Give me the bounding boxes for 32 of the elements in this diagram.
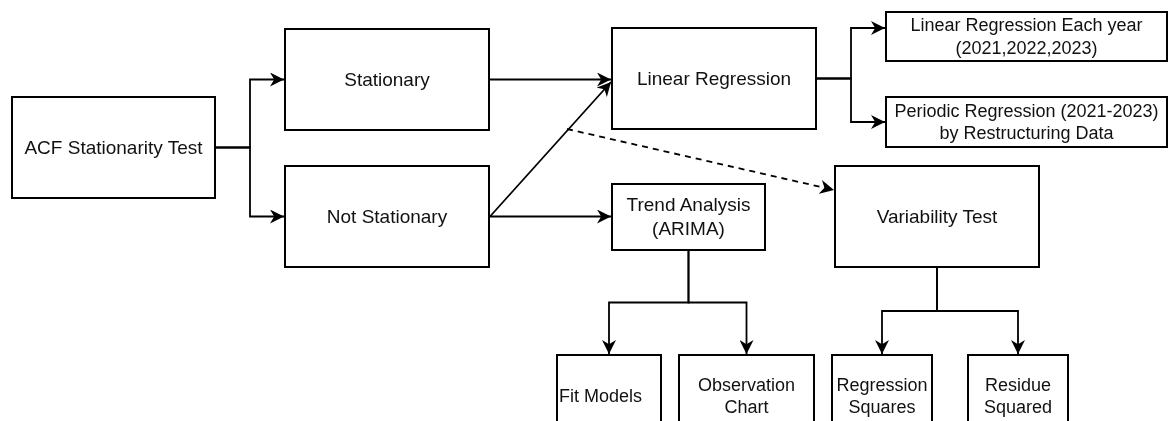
process-box bbox=[284, 28, 490, 131]
process-box bbox=[611, 27, 817, 130]
box-label: Linear Regression Each year (2021,2022,2023) bbox=[909, 14, 1144, 59]
process-box bbox=[831, 354, 933, 421]
process-box bbox=[611, 183, 766, 251]
box-label: Residue Squared bbox=[982, 373, 1054, 419]
arrow bbox=[936, 267, 1025, 355]
arrow bbox=[489, 72, 612, 87]
arrow bbox=[489, 81, 612, 218]
box-label: Trend Analysis (ARIMA) bbox=[625, 193, 752, 241]
process-box bbox=[678, 354, 815, 421]
box-label: Regression Squares bbox=[835, 373, 929, 419]
arrow bbox=[215, 146, 285, 224]
box-label: Linear Regression bbox=[636, 66, 792, 91]
box-label: ACF Stationarity Test bbox=[24, 135, 203, 160]
process-box bbox=[967, 354, 1069, 421]
box-label: Stationary bbox=[344, 67, 430, 92]
process-box bbox=[556, 354, 662, 421]
process-box bbox=[885, 96, 1168, 148]
box-label: Fit Models bbox=[559, 384, 643, 408]
process-box bbox=[284, 165, 490, 268]
process-box bbox=[885, 11, 1168, 62]
process-box bbox=[11, 96, 216, 199]
arrow bbox=[489, 209, 612, 224]
process-box bbox=[834, 165, 1040, 268]
arrow bbox=[687, 250, 754, 355]
arrow bbox=[816, 77, 886, 129]
arrow bbox=[566, 128, 835, 194]
box-label: Periodic Regression (2021-2023) by Restructuring Data bbox=[893, 99, 1160, 145]
box-label: Variability Test bbox=[876, 204, 998, 229]
box-label: Observation Chart bbox=[696, 373, 797, 419]
box-label: Not Stationary bbox=[326, 204, 448, 229]
